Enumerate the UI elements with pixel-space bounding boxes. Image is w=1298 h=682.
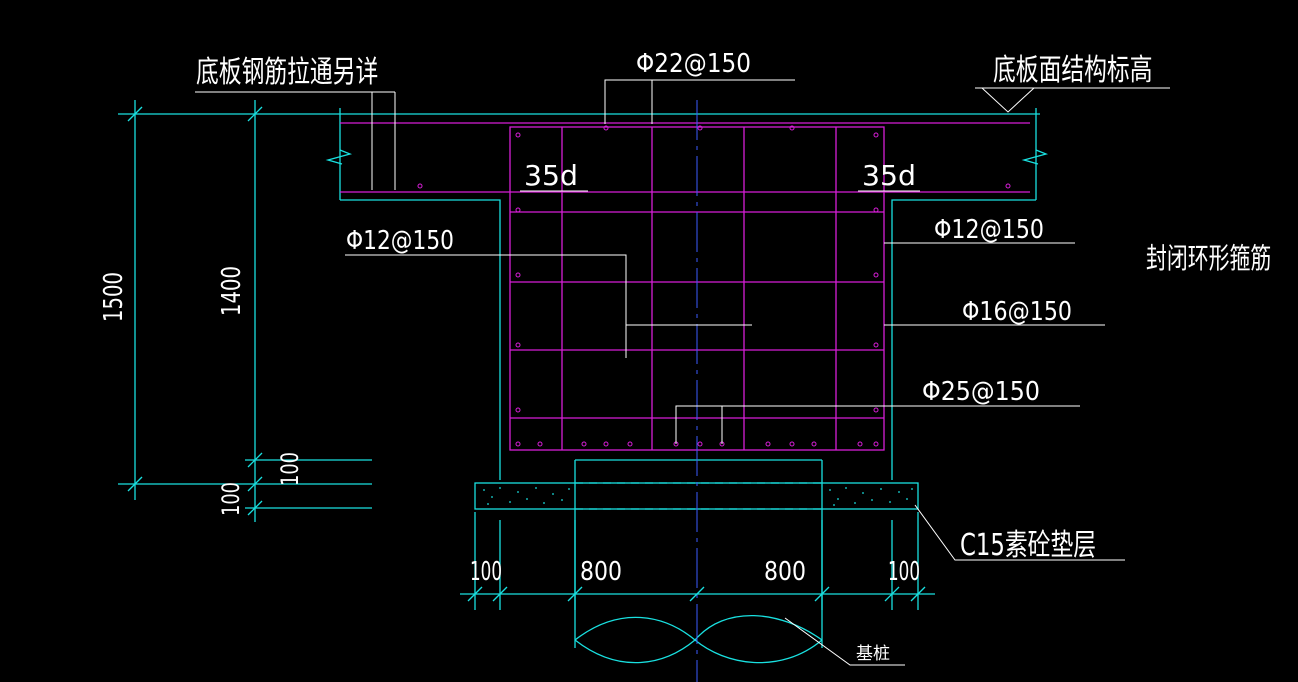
concrete-outline [325,108,1049,664]
dim-cap-depth: 1400 [217,266,247,316]
dimension-lines [118,100,935,610]
bottom-slab-bar-note: 底板钢筋拉通另详 [196,55,378,90]
dim-left-offset: 100 [470,557,502,587]
closed-stirrup-label: 封闭环形箍筋 [1146,242,1271,275]
dim-right-half-width: 800 [764,557,806,587]
leader-lines [195,79,1170,666]
side-bar-right-spec: Φ12@150 [934,215,1044,245]
pile-label: 基桩 [856,644,890,664]
anchor-length-right: 35d [862,159,916,192]
top-bar-spec: Φ22@150 [636,49,751,79]
cushion-hatch-dots [483,487,913,506]
dim-left-half-width: 800 [580,557,622,587]
side-bar-left-spec: Φ12@150 [346,226,454,256]
rebar-dots [417,125,1011,447]
dim-cover-upper: 100 [276,452,304,486]
stirrup-spec: Φ16@150 [962,297,1072,327]
cushion-layer-label: C15素砼垫层 [960,528,1096,563]
dim-right-offset: 100 [888,557,920,587]
dim-cushion-thickness: 100 [217,482,245,516]
anchor-length-left: 35d [524,159,578,192]
dim-total-depth: 1500 [99,272,129,322]
bottom-bar-spec: Φ25@150 [922,377,1040,407]
slab-top-elevation-label: 底板面结构标高 [993,53,1152,88]
